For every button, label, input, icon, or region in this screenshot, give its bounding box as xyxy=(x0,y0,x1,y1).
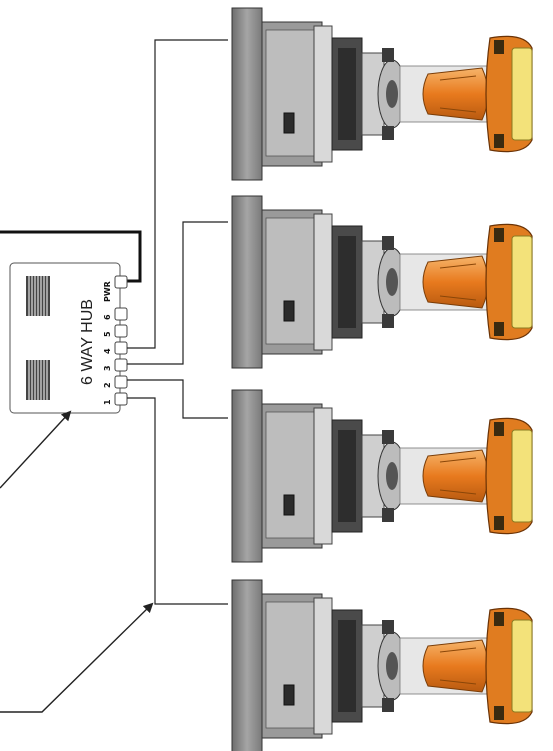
port-pwr xyxy=(115,276,127,288)
hub-title: 6 WAY HUB xyxy=(79,299,96,385)
port-2 xyxy=(115,376,127,388)
pointer-arrow-hub xyxy=(0,412,70,488)
cabinet-4-illustration xyxy=(232,580,532,751)
port-4 xyxy=(115,342,127,354)
port-label-1: 1 xyxy=(103,399,112,405)
port-label-3: 3 xyxy=(103,365,112,371)
port-label-2: 2 xyxy=(103,382,112,388)
port-1 xyxy=(115,393,127,405)
hub-vent-bottom xyxy=(26,360,50,400)
hub-vent-top xyxy=(26,276,50,316)
cabinet-1-illustration xyxy=(232,8,532,180)
cable-port3-cabinet2 xyxy=(127,222,228,364)
cabinet-3-illustration xyxy=(232,390,532,562)
port-5 xyxy=(115,325,127,337)
port-label-5: 5 xyxy=(103,331,112,337)
cable-port4-cabinet1 xyxy=(127,40,228,348)
hub-box: 6 WAY HUB 1 2 3 4 5 6 PWR xyxy=(10,263,127,413)
cable-port1-cabinet4 xyxy=(127,398,228,604)
port-label-6: 6 xyxy=(103,314,112,320)
port-label-pwr: PWR xyxy=(103,281,112,302)
cable-port2-cabinet3 xyxy=(127,380,228,418)
port-3 xyxy=(115,359,127,371)
cabinet-2-illustration xyxy=(232,196,532,368)
port-6 xyxy=(115,308,127,320)
pointer-arrow-cable xyxy=(0,604,152,712)
port-label-4: 4 xyxy=(103,348,112,354)
